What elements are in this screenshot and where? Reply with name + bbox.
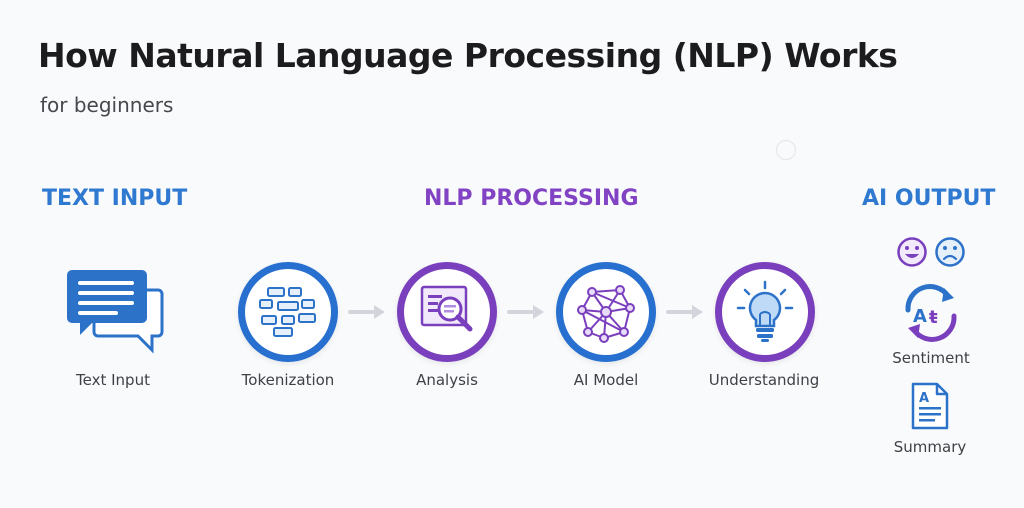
section-header-output: AI OUTPUT	[862, 186, 996, 211]
chat-bubbles-icon	[67, 270, 164, 354]
svg-text:A: A	[913, 306, 927, 327]
page-subtitle: for beginners	[40, 93, 174, 117]
label-text-input: Text Input	[76, 371, 150, 389]
decorative-circle	[776, 140, 796, 160]
section-header-input: TEXT INPUT	[42, 186, 188, 211]
understanding-node	[715, 262, 815, 362]
label-analysis: Analysis	[416, 371, 478, 389]
arrow-icon	[507, 305, 544, 319]
tokens-icon	[259, 287, 316, 337]
analysis-node	[397, 262, 497, 362]
svg-text:A: A	[919, 391, 929, 406]
svg-text:ŧ: ŧ	[929, 307, 938, 328]
label-understanding: Understanding	[708, 371, 820, 389]
label-ai-model: AI Model	[573, 371, 639, 389]
arrow-icon	[666, 305, 703, 319]
label-summary: Summary	[893, 438, 967, 456]
ai-model-node	[556, 262, 656, 362]
magnifier-document-icon	[420, 285, 473, 332]
section-header-processing: NLP PROCESSING	[424, 186, 639, 211]
label-sentiment: Sentiment	[892, 349, 970, 367]
smiley-icon	[897, 237, 927, 267]
translate-cycle-icon: A ŧ	[905, 284, 957, 342]
text-input-node	[66, 268, 166, 358]
page-title: How Natural Language Processing (NLP) Wo…	[38, 36, 898, 75]
label-tokenization: Tokenization	[241, 371, 335, 389]
neural-network-icon	[577, 285, 635, 343]
sad-face-icon	[935, 237, 965, 267]
arrow-icon	[348, 305, 385, 319]
lightbulb-icon	[736, 280, 794, 342]
tokenization-node	[238, 262, 338, 362]
document-icon: A	[911, 382, 949, 430]
